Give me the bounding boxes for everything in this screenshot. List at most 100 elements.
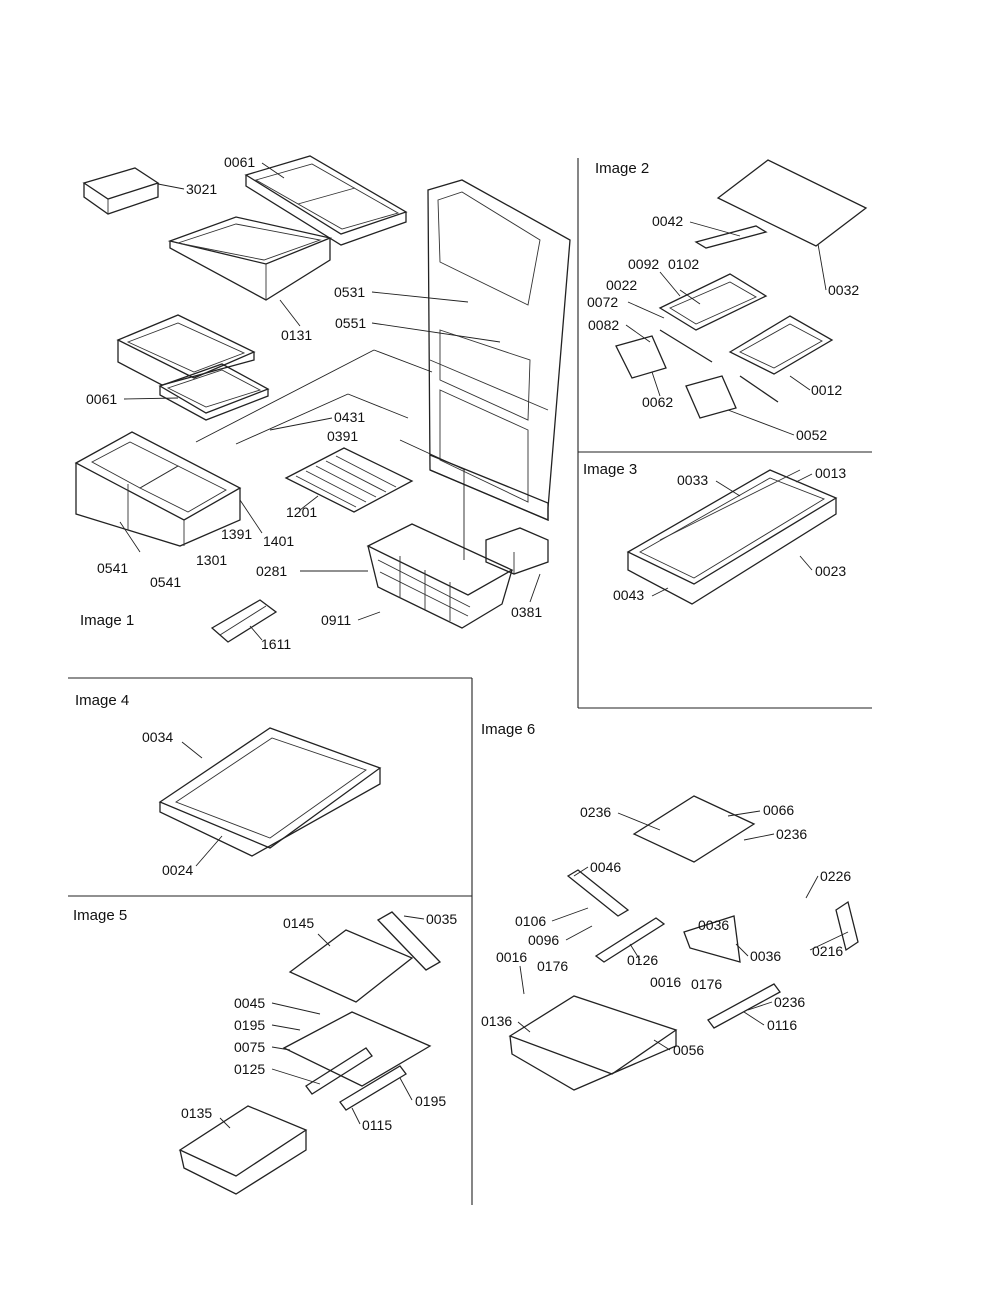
image2-leaders [625, 221, 827, 436]
callout: 0541 [150, 574, 181, 590]
callout: 0061 [86, 391, 117, 407]
callout: 0072 [587, 294, 618, 310]
callout: 0226 [820, 868, 851, 884]
callout: 0061 [224, 154, 255, 170]
callout: 0024 [162, 862, 193, 878]
callout: 1611 [261, 636, 291, 652]
bracket-left-part [615, 335, 667, 379]
image4-title: Image 4 [75, 692, 129, 709]
trim-part [694, 225, 768, 249]
guide-lines [195, 349, 466, 560]
image2-callouts: 0042 0092 0102 0022 0072 0082 0062 0032 … [587, 213, 859, 443]
image6-title: Image 6 [481, 721, 535, 738]
callout: 0012 [811, 382, 842, 398]
image1-leaders [119, 162, 541, 641]
callout: 0062 [642, 394, 673, 410]
callout: 0145 [283, 915, 314, 931]
callout: 0052 [796, 427, 827, 443]
callout: 0032 [828, 282, 859, 298]
callout: 0551 [335, 315, 366, 331]
callout: 0046 [590, 859, 621, 875]
callout: 0236 [776, 826, 807, 842]
callout: 0013 [815, 465, 846, 481]
bracket-right-part [685, 375, 737, 419]
image4-callouts: 0034 0024 [142, 729, 193, 878]
callout: 0216 [812, 943, 843, 959]
image6-leaders [517, 810, 849, 1051]
image3-title: Image 3 [583, 461, 637, 478]
callout: 0176 [691, 976, 722, 992]
image3-panel: Image 3 0033 0013 0023 0043 [583, 461, 846, 605]
callout: 1391 [221, 526, 252, 542]
callout: 0102 [668, 256, 699, 272]
callout: 0911 [321, 612, 351, 628]
callout: 0082 [588, 317, 619, 333]
callout: 0016 [650, 974, 681, 990]
image1-callouts: 3021 0061 0131 0531 0551 0061 0431 0391 … [86, 154, 542, 652]
callout: 0066 [763, 802, 794, 818]
image5-panel: Image 5 0145 0035 0045 0195 0075 0125 01… [73, 907, 457, 1195]
callout: 0136 [481, 1013, 512, 1029]
glass-cover-part [288, 929, 414, 1003]
drawer-bin-part [116, 314, 270, 421]
callout: 0106 [515, 913, 546, 929]
wire-shelf-part [284, 447, 414, 513]
rail-part [210, 599, 278, 643]
callout: 0033 [677, 472, 708, 488]
callout: 0541 [97, 560, 128, 576]
bracket-part [566, 869, 630, 917]
image2-panel: Image 2 0042 0092 0102 0022 0072 0082 00… [587, 159, 868, 443]
callout: 3021 [186, 181, 217, 197]
callout: 0381 [511, 604, 542, 620]
callout: 1201 [286, 504, 317, 520]
callout: 0236 [580, 804, 611, 820]
rail-top-part [376, 911, 442, 971]
shelf-assembly-part [626, 469, 838, 585]
callout: 0036 [698, 917, 729, 933]
glass-panel-part [716, 159, 868, 247]
callout: 0023 [815, 563, 846, 579]
callout: 1301 [196, 552, 227, 568]
callout: 0391 [327, 428, 358, 444]
callout: 0131 [281, 327, 312, 343]
image3-callouts: 0033 0013 0023 0043 [613, 465, 846, 603]
image5-callouts: 0145 0035 0045 0195 0075 0125 0195 0115 … [181, 911, 457, 1133]
shelf-frame-right-part [728, 315, 834, 375]
callout: 0135 [181, 1105, 212, 1121]
module-part [485, 527, 549, 575]
callout: 0092 [628, 256, 659, 272]
image2-title: Image 2 [595, 160, 649, 177]
shelf-frame-left-part [658, 273, 768, 331]
callout: 1401 [263, 533, 294, 549]
rail-right-part [683, 915, 741, 963]
wire-basket-part [366, 523, 514, 629]
callout: 0431 [334, 409, 365, 425]
callout: 0045 [234, 995, 265, 1011]
image6-panel: Image 6 0236 0066 0236 0046 0226 0106 00… [481, 721, 859, 1091]
image4-leaders [181, 741, 223, 867]
callout: 0115 [362, 1117, 392, 1133]
callout: 0126 [627, 952, 658, 968]
callout: 0236 [774, 994, 805, 1010]
crisper-tray-part [82, 167, 160, 215]
callout: 0195 [415, 1093, 446, 1109]
panel-dividers [68, 158, 872, 1205]
image1-title: Image 1 [80, 612, 134, 629]
callout: 0195 [234, 1017, 265, 1033]
rail-lower-part [339, 1065, 407, 1111]
callout: 0022 [606, 277, 637, 293]
callout: 0075 [234, 1039, 265, 1055]
handle-part [835, 900, 859, 952]
glass-shelf-part [158, 727, 382, 849]
image5-title: Image 5 [73, 907, 127, 924]
shelf-glass-part [244, 155, 408, 246]
image4-panel: Image 4 0034 0024 [75, 692, 382, 878]
callout: 0116 [767, 1017, 797, 1033]
callout: 0281 [256, 563, 287, 579]
callout: 0531 [334, 284, 365, 300]
rail-part [305, 1047, 373, 1095]
image6-callouts: 0236 0066 0236 0046 0226 0106 0036 0096 … [481, 802, 851, 1058]
callout: 0056 [673, 1042, 704, 1058]
callout: 0042 [652, 213, 683, 229]
